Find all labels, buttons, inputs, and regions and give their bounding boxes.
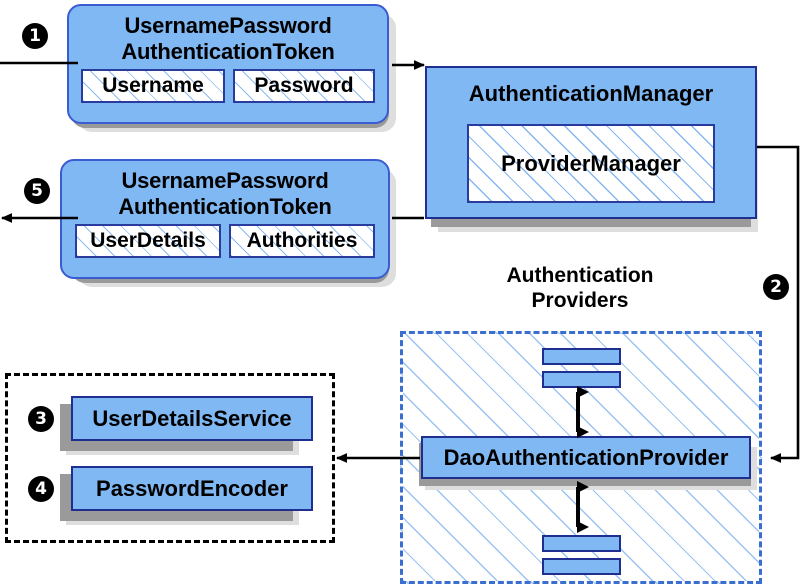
- step-marker-2: 2: [763, 274, 789, 300]
- authentication-manager-label: AuthenticationManager: [468, 81, 714, 106]
- step-marker-4: 4: [28, 476, 54, 502]
- provider-bar-bottom-1[interactable]: [542, 535, 621, 552]
- provider-manager-label: ProviderManager: [501, 150, 681, 176]
- arrow-manager-to-provider: [757, 145, 800, 463]
- request-token-fields: Username Password: [81, 69, 375, 104]
- password-encoder-box[interactable]: PasswordEncoder: [71, 466, 313, 511]
- request-token-title: UsernamePassword AuthenticationToken: [121, 13, 335, 64]
- user-details-service-label: UserDetailsService: [92, 405, 292, 431]
- step-marker-5: 5: [24, 178, 50, 204]
- response-token-title-line2: AuthenticationToken: [118, 193, 332, 219]
- user-details-service-box[interactable]: UserDetailsService: [71, 396, 313, 441]
- response-token-title-line1: UsernamePassword: [121, 168, 329, 193]
- response-token-card[interactable]: UsernamePassword AuthenticationToken Use…: [60, 159, 390, 279]
- request-token-title-line2: AuthenticationToken: [121, 38, 335, 64]
- dao-authentication-provider-label: DaoAuthenticationProvider: [443, 444, 729, 470]
- response-token-title: UsernamePassword AuthenticationToken: [118, 168, 332, 219]
- dao-authentication-provider-box[interactable]: DaoAuthenticationProvider: [421, 436, 751, 479]
- request-token-field-password: Password: [233, 69, 375, 104]
- response-token-field-userdetails: UserDetails: [75, 224, 221, 259]
- provider-bar-top-2[interactable]: [542, 371, 621, 388]
- authentication-providers-title-line2: Providers: [531, 288, 629, 312]
- authentication-providers-title-line1: Authentication: [506, 264, 654, 287]
- provider-manager-box[interactable]: ProviderManager: [467, 124, 715, 203]
- response-token-fields: UserDetails Authorities: [75, 224, 375, 259]
- response-token-field-authorities: Authorities: [229, 224, 375, 259]
- request-token-title-line1: UsernamePassword: [124, 13, 332, 38]
- step-marker-3: 3: [28, 406, 54, 432]
- request-token-field-username: Username: [81, 69, 225, 104]
- request-token-card[interactable]: UsernamePassword AuthenticationToken Use…: [67, 4, 389, 124]
- provider-bar-bottom-2[interactable]: [542, 558, 621, 575]
- password-encoder-label: PasswordEncoder: [96, 475, 288, 501]
- step-marker-1: 1: [22, 23, 48, 49]
- provider-bar-top-1[interactable]: [542, 348, 621, 365]
- authentication-providers-title: Authentication Providers: [460, 264, 700, 314]
